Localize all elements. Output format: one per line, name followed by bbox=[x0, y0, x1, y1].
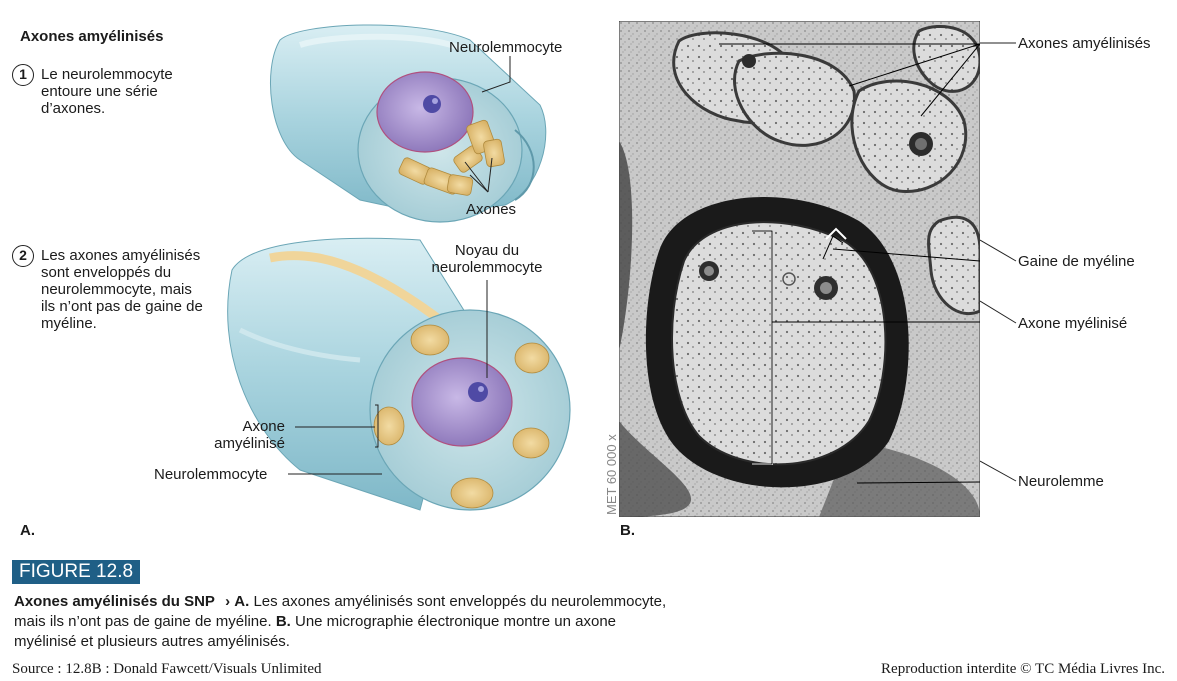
step-1-text: Le neurolemmocyte entoure une série d’ax… bbox=[41, 66, 173, 117]
panel-a-illustration bbox=[227, 24, 571, 511]
source-credit: Source : 12.8B : Donald Fawcett/Visuals … bbox=[12, 661, 322, 677]
caption-arrow: › bbox=[225, 593, 231, 610]
step-2-text: Les axones amyélinisés sont enveloppés d… bbox=[41, 247, 203, 332]
label-axones: Axones bbox=[466, 201, 517, 218]
caption-b-label: B. bbox=[275, 613, 291, 630]
step-2-number: 2 bbox=[12, 245, 34, 267]
figure-badge: FIGURE 12.8 bbox=[12, 560, 141, 584]
magnification-label: MET 60 000 x bbox=[604, 434, 619, 515]
label-neurolemmocyte-top: Neurolemmocyte bbox=[449, 39, 563, 56]
figure-caption: Axones amyélinisés du SNP › A. Les axone… bbox=[14, 592, 674, 652]
panel-a-letter: A. bbox=[20, 522, 35, 539]
section-title: Axones amyélinisés bbox=[20, 28, 164, 45]
electron-micrograph bbox=[619, 21, 980, 517]
copyright-notice: Reproduction interdite © TC Média Livres… bbox=[881, 661, 1165, 677]
caption-title: Axones amyélinisés du SNP bbox=[14, 593, 215, 610]
label-axone-myelinise: Axone myélinisé bbox=[1018, 315, 1128, 332]
label-neurolemmocyte-bottom: Neurolemmocyte bbox=[154, 466, 268, 483]
label-gaine-myeline: Gaine de myéline bbox=[1018, 253, 1135, 270]
caption-a-label: A. bbox=[234, 593, 250, 610]
enveloping-neurolemmocyte-drawing bbox=[227, 237, 571, 511]
step-1-number: 1 bbox=[12, 64, 34, 86]
label-axones-amyelinises: Axones amyélinisés bbox=[1018, 35, 1151, 52]
label-neurolemme: Neurolemme bbox=[1018, 473, 1104, 490]
caption-b-text: Une micrographie électronique montre un … bbox=[14, 613, 617, 650]
label-noyau-neurolemmocyte: Noyau du neurolemmocyte bbox=[431, 242, 543, 276]
panel-b-leader-lines bbox=[980, 42, 1017, 482]
panel-a-leader-lines bbox=[288, 56, 511, 475]
caption-a-text: Les axones amyélinisés sont enveloppés d… bbox=[14, 593, 667, 630]
panel-b-letter: B. bbox=[620, 522, 635, 539]
label-axone-amyelinise: Axone amyélinisé bbox=[214, 418, 285, 452]
wrapping-neurolemmocyte-drawing bbox=[270, 24, 547, 223]
